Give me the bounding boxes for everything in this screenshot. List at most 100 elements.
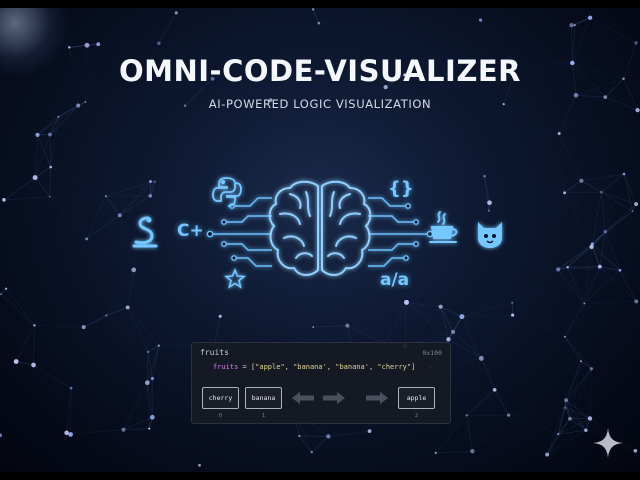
aa-icon-label: a/a (380, 270, 410, 290)
network-link (592, 231, 606, 245)
network-link (546, 429, 587, 455)
network-link (508, 414, 548, 455)
network-node (618, 268, 622, 272)
network-link (51, 105, 78, 167)
network-link (583, 244, 593, 304)
network-node (555, 267, 561, 272)
network-link (452, 316, 463, 333)
network-node (84, 100, 87, 103)
network-link (83, 315, 107, 328)
network-node (150, 376, 155, 381)
network-node (566, 266, 569, 269)
network-link (557, 418, 571, 435)
network-link (370, 431, 436, 453)
network-node (545, 452, 550, 457)
network-link (494, 389, 509, 416)
network-link (546, 407, 566, 455)
network-link (557, 231, 606, 270)
network-link (472, 414, 509, 452)
network-link (580, 303, 585, 362)
network-link (98, 42, 159, 45)
network-node (597, 264, 602, 269)
network-link (3, 166, 51, 201)
network-link (461, 302, 513, 317)
network-link (466, 389, 495, 416)
network-link (105, 181, 155, 197)
network-link (565, 337, 566, 400)
network-link (106, 307, 128, 316)
network-node (68, 46, 71, 49)
cpp-icon-label: C+ (177, 221, 204, 241)
network-link (15, 361, 72, 389)
network-link (623, 173, 633, 212)
network-link (472, 390, 494, 451)
network-link (347, 325, 385, 345)
network-link (152, 345, 160, 379)
network-node (131, 267, 137, 273)
java-cup-icon (429, 211, 458, 243)
network-link (85, 44, 99, 102)
network-link (106, 315, 160, 346)
network-link (51, 167, 106, 196)
network-link (591, 246, 621, 271)
network-link (581, 173, 625, 182)
network-link (565, 174, 624, 193)
code-variable: fruits (213, 363, 239, 371)
network-node (634, 299, 639, 304)
code-line: fruits = ["apple", "banana', "banana', "… (213, 363, 415, 371)
network-link (589, 17, 637, 44)
network-link (406, 301, 463, 317)
network-link (604, 231, 621, 271)
network-link (50, 116, 59, 168)
network-link (406, 302, 449, 340)
network-link (37, 105, 79, 136)
network-link (592, 243, 621, 271)
network-link (584, 301, 637, 304)
network-link (448, 339, 482, 359)
network-node (438, 304, 443, 309)
network-node (634, 41, 638, 45)
network-link (311, 430, 370, 453)
network-link (508, 407, 566, 416)
network-link (466, 358, 482, 416)
network-link (557, 243, 593, 270)
network-node (144, 380, 150, 386)
banner-scene: OMNI-CODE-VISUALIZER AI-POWERED LOGIC VI… (0, 8, 640, 472)
network-node (492, 387, 497, 392)
network-node (149, 414, 155, 420)
network-link (569, 418, 587, 431)
network-node (589, 244, 594, 250)
network-link (34, 134, 51, 178)
network-link (558, 95, 577, 134)
network-node (13, 359, 19, 364)
network-node (210, 76, 215, 81)
network-link (558, 133, 582, 181)
network-node (564, 398, 569, 403)
page-title: OMNI-CODE-VISUALIZER (118, 54, 521, 88)
network-node (487, 209, 490, 212)
network-link (591, 246, 601, 267)
network-link (146, 351, 149, 383)
network-link (565, 361, 582, 401)
network-link (313, 325, 348, 328)
network-link (70, 429, 124, 435)
network-link (558, 429, 586, 435)
network-link (404, 302, 407, 347)
array-index: 1 (261, 413, 265, 419)
network-link (564, 336, 582, 362)
network-node (81, 325, 86, 330)
network-link (592, 210, 633, 245)
network-link (601, 173, 625, 193)
network-link (123, 428, 150, 431)
array-cell: apple (398, 387, 435, 409)
network-link (37, 116, 59, 136)
network-link (49, 196, 87, 240)
network-node (105, 314, 108, 317)
network-link (565, 399, 587, 431)
network-link (85, 45, 88, 102)
network-link (119, 215, 135, 270)
network-link (481, 303, 512, 359)
network-node (84, 42, 90, 48)
network-link (68, 47, 79, 106)
